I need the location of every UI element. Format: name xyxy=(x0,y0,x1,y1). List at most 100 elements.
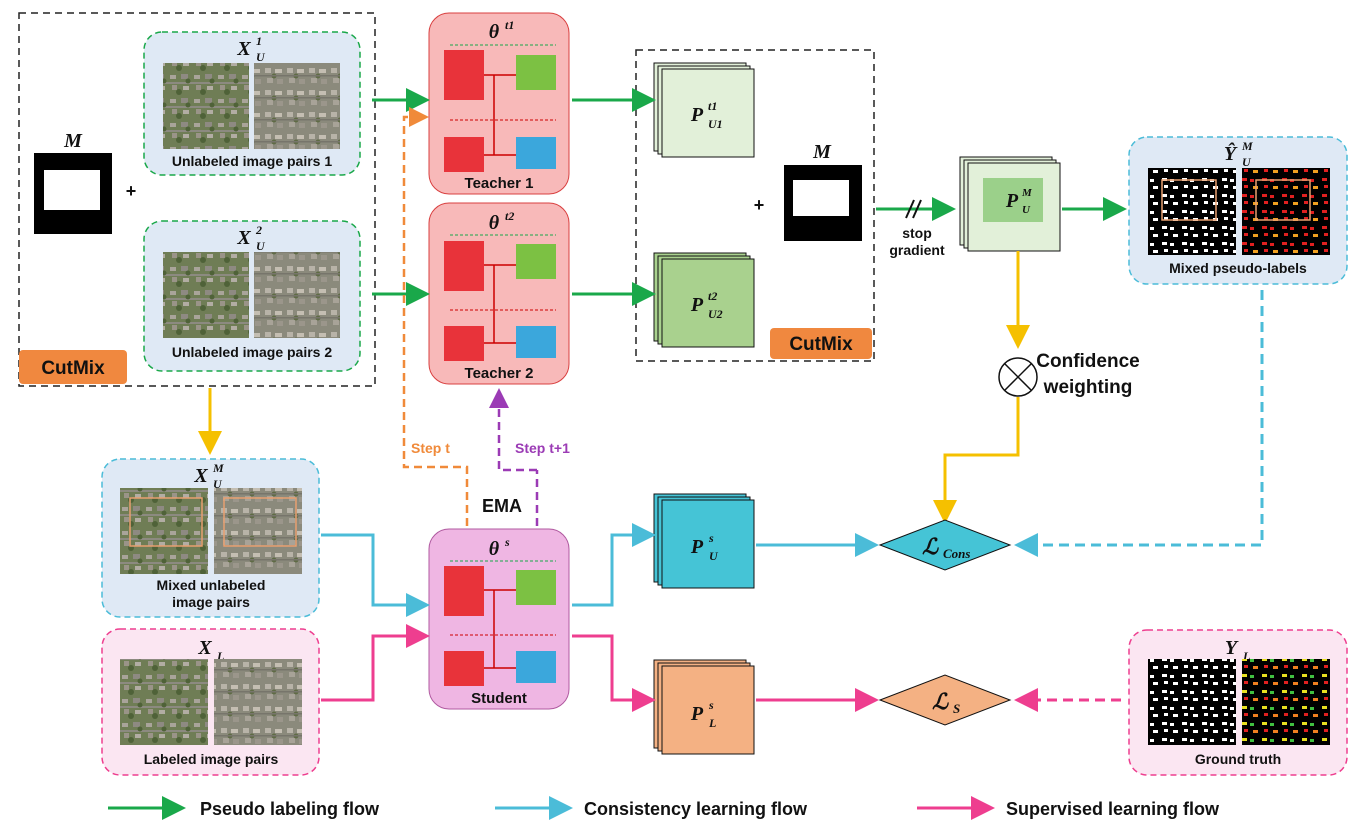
pair1-sup: 1 xyxy=(256,34,262,48)
mixed-unlabeled-caption1: Mixed unlabeled xyxy=(157,577,266,593)
ground-truth-caption: Ground truth xyxy=(1195,751,1281,767)
labeled-pairs-caption: Labeled image pairs xyxy=(144,751,279,767)
teacher-1-theta: θ xyxy=(489,21,500,43)
student-network-icon xyxy=(444,560,556,686)
mixed-pseudo-labels: Ŷ M U Mixed pseudo-labels xyxy=(1128,136,1348,285)
student-pred-unlabeled: P s U xyxy=(653,493,755,589)
student-pred-labeled-sub: L xyxy=(708,716,716,730)
legend-consistency-label: Consistency learning flow xyxy=(584,799,808,819)
teacher-2-sup: t2 xyxy=(505,209,514,223)
supervised-loss-sub: S xyxy=(953,701,960,716)
pseudo-labels-sup: M xyxy=(1241,139,1253,153)
pred-teacher-2: P t2 U2 xyxy=(653,252,755,348)
labeled-pairs-sub: L xyxy=(216,649,224,663)
student-pred-unlabeled-symbol: P xyxy=(690,536,704,558)
plus-right: + xyxy=(754,195,765,215)
pair2-image-post xyxy=(254,252,340,338)
step-t-label: Step t xyxy=(411,440,450,456)
teacher-2-network-icon xyxy=(444,234,556,361)
stop-gradient-mark-2 xyxy=(912,199,922,219)
pred-teacher-2-symbol: P xyxy=(690,294,704,316)
ground-truth: Y L Ground truth xyxy=(1128,629,1348,776)
pair2-caption: Unlabeled image pairs 2 xyxy=(172,344,332,360)
pseudo-labels-image-color xyxy=(1242,168,1330,255)
student-pred-labeled-sup: s xyxy=(708,698,714,712)
mixed-prediction-symbol: P xyxy=(1005,190,1019,212)
arrow-student-to-pl xyxy=(572,634,656,712)
cutmix-input-group: CutMix xyxy=(18,12,376,387)
ema-label: EMA xyxy=(482,496,522,516)
teacher-1-name: Teacher 1 xyxy=(465,175,534,192)
mixed-prediction: P M U xyxy=(959,156,1061,252)
mask-right-label: M xyxy=(812,141,832,163)
stop-gradient-mark-1 xyxy=(905,199,915,219)
pair1-image-post xyxy=(254,63,340,149)
arrow-student-to-pu xyxy=(572,523,656,607)
pair2-symbol: X xyxy=(236,227,251,249)
supervised-loss-symbol: ℒ xyxy=(932,689,949,714)
student: θ s Student xyxy=(428,528,570,710)
mixed-unlabeled-pairs: X M U Mixed unlabeled image pairs xyxy=(101,458,320,618)
ground-truth-sub: L xyxy=(1242,649,1250,663)
stop-gradient-line1: stop xyxy=(902,225,932,241)
mixed-prediction-sup: M xyxy=(1021,187,1033,199)
pred-teacher-2-sup: t2 xyxy=(708,289,717,303)
student-theta: θ xyxy=(489,538,500,560)
cutmix-tag-left-text: CutMix xyxy=(41,358,105,379)
mixed-unlabeled-sup: M xyxy=(212,461,224,475)
cutmix-input-border xyxy=(18,12,376,387)
pred-teacher-2-sub: U2 xyxy=(708,307,723,321)
student-pred-unlabeled-front xyxy=(661,499,755,589)
mixed-unlabeled-caption2: image pairs xyxy=(172,594,250,610)
arrow-labeled-to-student xyxy=(321,624,430,702)
pred-teacher-1-front xyxy=(661,68,755,158)
consistency-loss-diamond xyxy=(878,519,1012,571)
student-pred-labeled-symbol: P xyxy=(690,703,704,725)
mixed-prediction-sub: U xyxy=(1022,204,1031,216)
labeled-image-post xyxy=(214,659,302,745)
teacher-1-sup: t1 xyxy=(505,18,514,32)
teacher-2-name: Teacher 2 xyxy=(465,365,534,382)
pair1-symbol: X xyxy=(236,38,251,60)
unlabeled-pairs-1: X 1 U Unlabeled image pairs 1 xyxy=(143,31,361,176)
pseudo-labels-sub: U xyxy=(1242,155,1252,169)
teacher-1-network-icon xyxy=(444,44,556,172)
pair1-image-pre xyxy=(163,63,249,149)
confidence-line2: weighting xyxy=(1043,377,1133,398)
ground-truth-symbol: Y xyxy=(1225,637,1239,659)
pair2-sub: U xyxy=(256,239,266,253)
confidence-line1: Confidence xyxy=(1036,351,1139,372)
pseudo-labels-caption: Mixed pseudo-labels xyxy=(1169,260,1307,276)
ground-truth-image-color xyxy=(1242,659,1330,745)
cutmix-tag-left xyxy=(19,350,127,384)
pred-teacher-2-front xyxy=(661,258,755,348)
student-name: Student xyxy=(471,690,527,707)
mixed-unlabeled-image-pre xyxy=(120,488,208,574)
legend-supervised-label: Supervised learning flow xyxy=(1006,799,1220,819)
labeled-image-pre xyxy=(120,659,208,745)
labeled-pairs-symbol: X xyxy=(197,637,212,659)
student-sup: s xyxy=(504,535,510,549)
arrow-mixed-to-student xyxy=(321,533,430,617)
cutmix-tag-right-text: CutMix xyxy=(789,334,853,355)
cutmix-tag-right xyxy=(770,328,872,359)
cutmix-prediction-border xyxy=(635,49,875,362)
pred-teacher-1-sub: U1 xyxy=(708,117,723,131)
pair2-image-pre xyxy=(163,252,249,338)
supervised-loss: ℒ S xyxy=(878,674,1012,726)
mask-left-label: M xyxy=(63,130,83,152)
mask-left: M + xyxy=(34,130,136,234)
legend: Pseudo labeling flow Consistency learnin… xyxy=(108,796,1220,820)
pseudo-labels-image-binary xyxy=(1148,168,1236,255)
pseudo-labels-symbol: Ŷ xyxy=(1224,141,1238,165)
mixed-unlabeled-sub: U xyxy=(213,477,223,491)
pred-teacher-1: P t1 U1 xyxy=(653,62,755,158)
cutmix-prediction-group: CutMix xyxy=(635,49,875,362)
supervised-loss-diamond xyxy=(878,674,1012,726)
pair1-sub: U xyxy=(256,50,266,64)
student-pred-labeled-front xyxy=(661,665,755,755)
confidence-weighting: Confidence weighting xyxy=(998,351,1140,398)
ground-truth-image-binary xyxy=(1148,659,1236,745)
teacher-1: θ t1 Teacher 1 xyxy=(428,12,570,195)
